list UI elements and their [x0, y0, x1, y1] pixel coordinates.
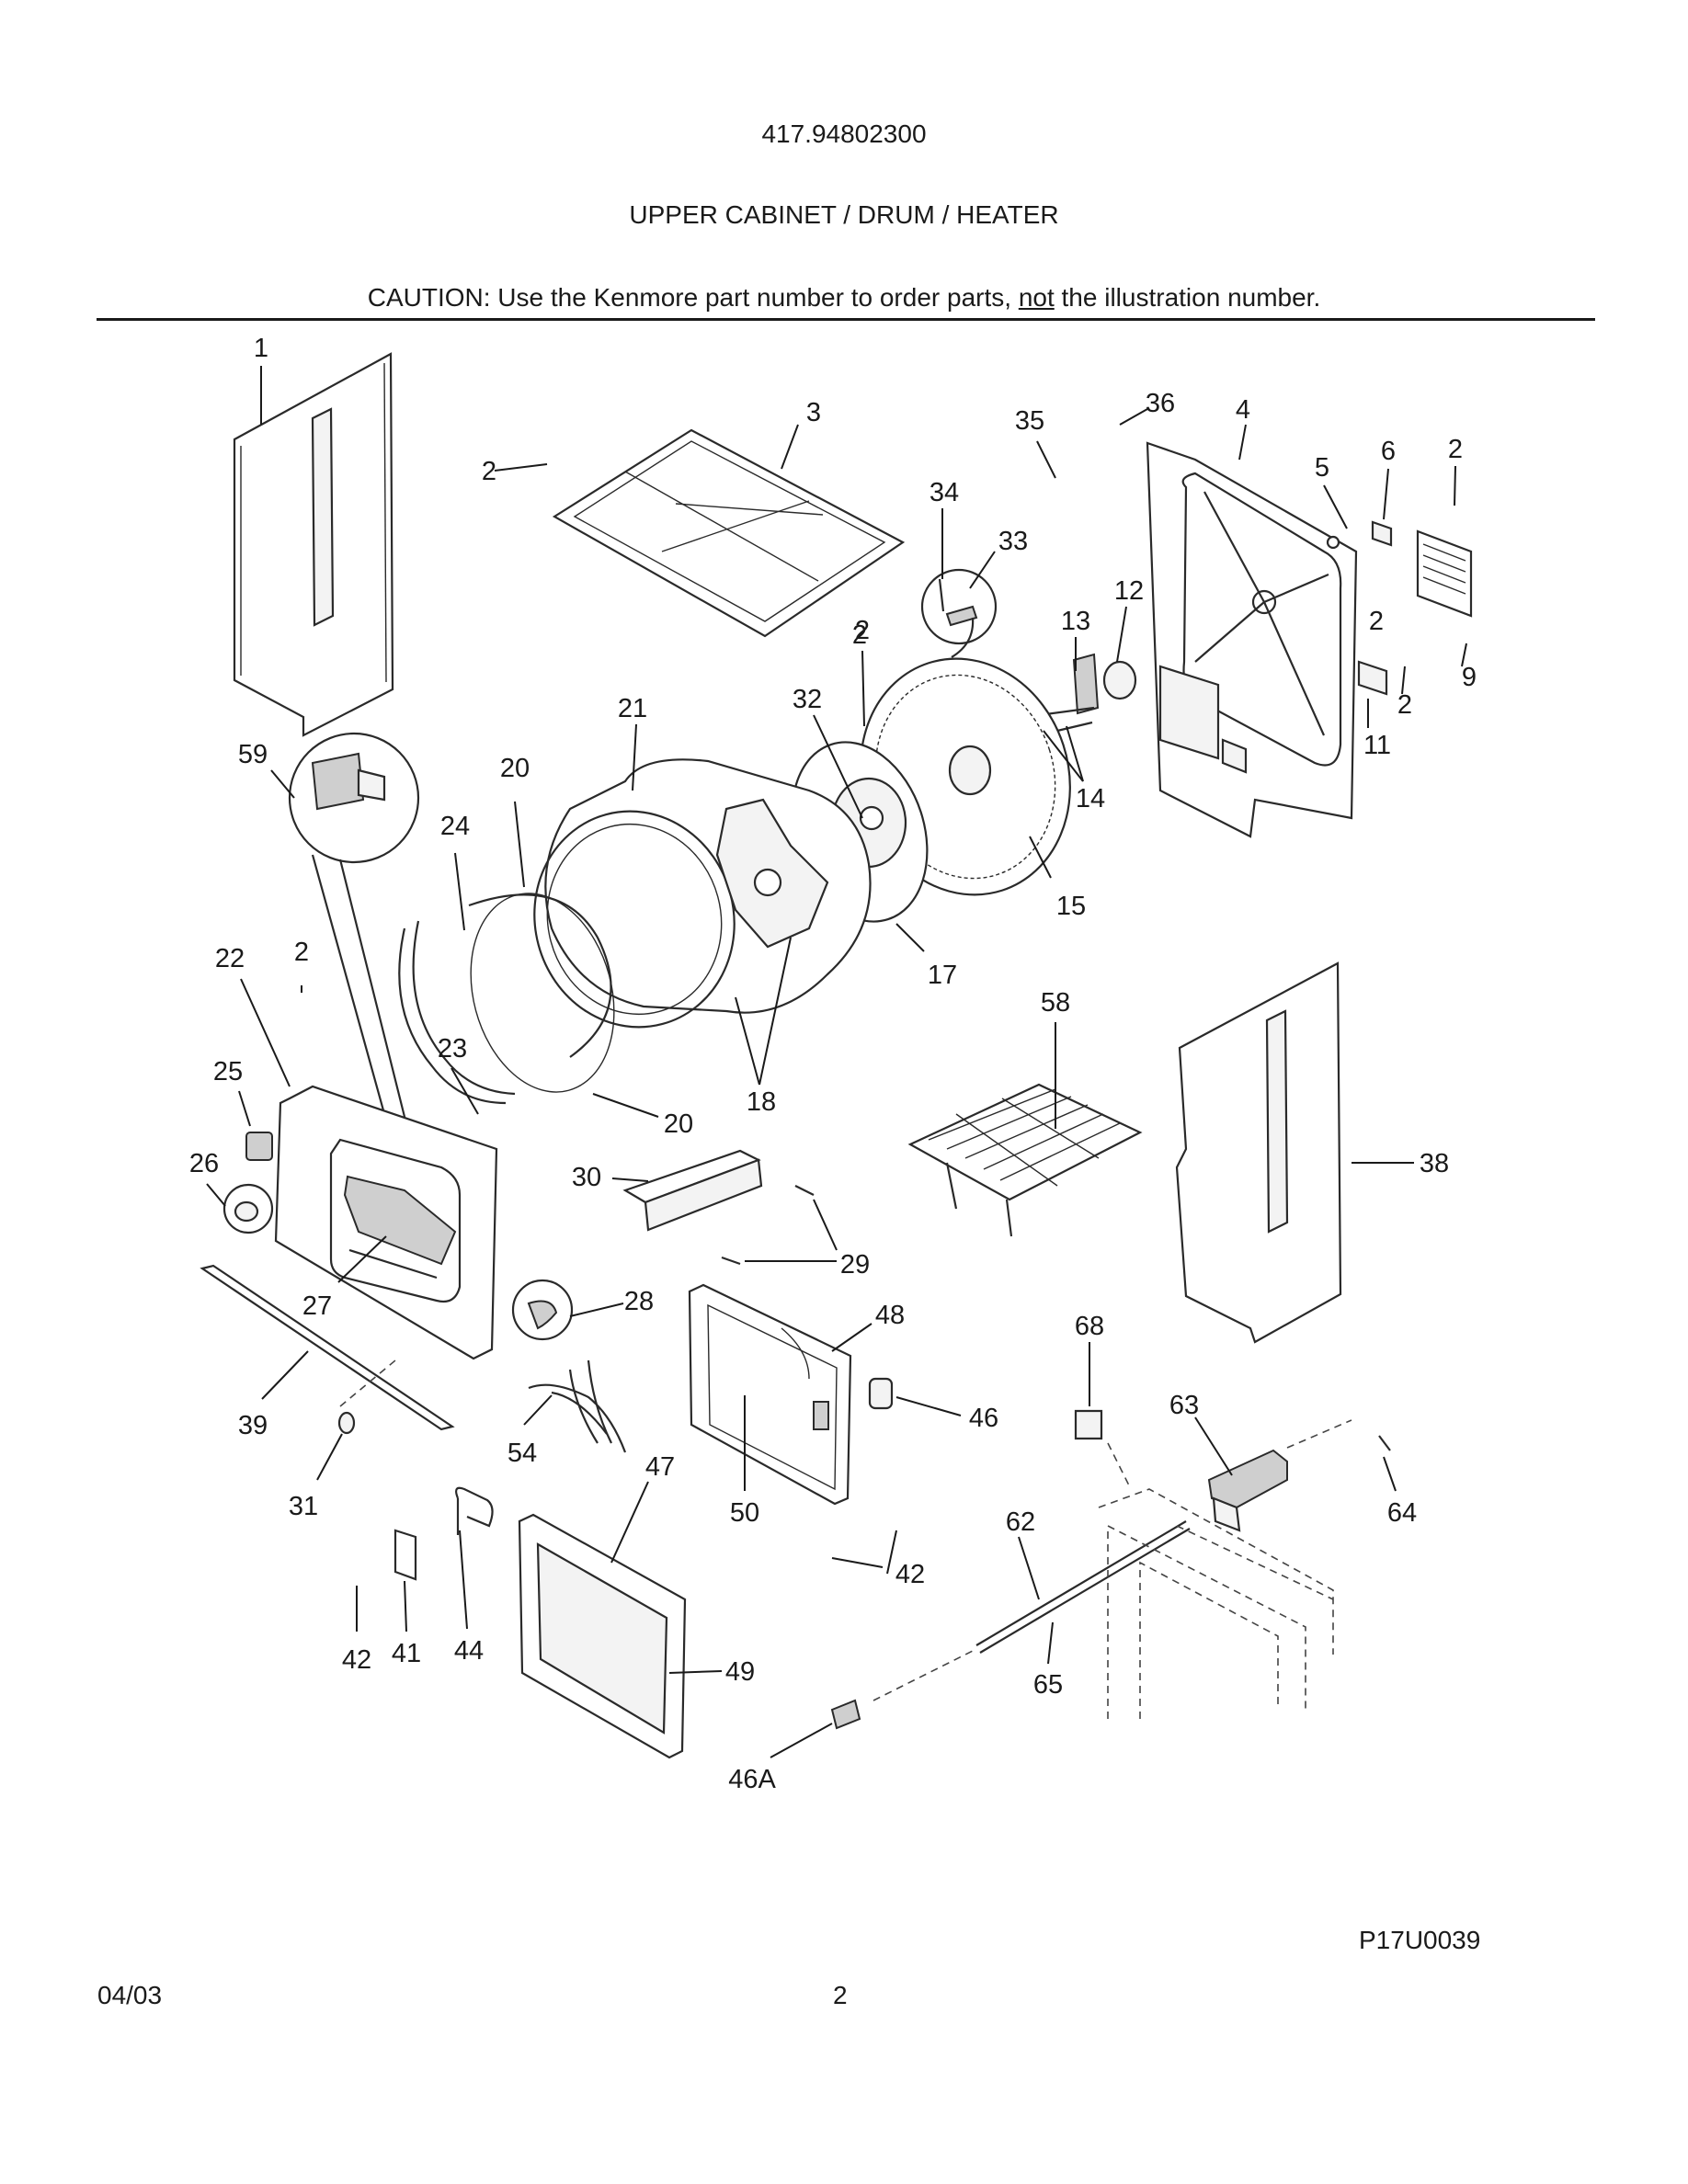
callout-label: 6	[1381, 437, 1396, 466]
callout-label: 24	[440, 812, 470, 841]
callout-label: 20	[664, 1109, 693, 1139]
part-front-bulkhead	[274, 1085, 498, 1360]
part-heater-cover	[518, 1513, 687, 1759]
callout-label: 50	[730, 1498, 759, 1528]
part-drying-rack	[907, 1083, 1143, 1237]
header-rule	[97, 318, 1595, 321]
callout-label: 30	[572, 1163, 601, 1192]
part-trap-duct	[622, 1149, 815, 1266]
callout-label: 36	[1146, 389, 1175, 418]
leader-lines	[206, 366, 1467, 1758]
callout-label: 2	[1369, 607, 1384, 636]
caution-emphasis: not	[1018, 283, 1055, 312]
callout-label: 54	[508, 1439, 537, 1468]
callout-label: 9	[1462, 663, 1477, 692]
callout-label: 18	[747, 1087, 776, 1117]
callout-label: 20	[500, 754, 530, 783]
callout-label: 2	[852, 620, 867, 650]
figure-code: P17U0039	[1359, 1926, 1481, 1954]
callout-label: 11	[1363, 731, 1391, 760]
callout-label: 39	[238, 1411, 268, 1440]
caution-text-start: CAUTION: Use the Kenmore part number to …	[367, 283, 1019, 312]
callout-label: 34	[930, 478, 959, 507]
part-sensors	[222, 1132, 574, 1341]
callout-label: 1	[254, 334, 268, 363]
callout-label: 42	[342, 1645, 371, 1675]
callout-label: 15	[1056, 892, 1086, 921]
callout-label: 68	[1075, 1312, 1104, 1341]
callout-label: 48	[875, 1301, 905, 1330]
callout-label: 25	[213, 1057, 243, 1086]
callout-label: 41	[392, 1639, 421, 1668]
callout-label: 47	[645, 1452, 675, 1482]
callout-label: 13	[1061, 607, 1090, 636]
callout-label: 2	[482, 457, 496, 486]
callout-label: 64	[1387, 1498, 1417, 1528]
callout-label: 21	[618, 694, 647, 723]
callout-label: 2	[855, 616, 870, 645]
callout-label: 26	[189, 1149, 219, 1178]
callout-label: 29	[840, 1250, 870, 1280]
callout-label: 46A	[728, 1765, 776, 1794]
callout-label: 2	[294, 938, 309, 967]
part-small-fasteners	[1038, 520, 1473, 733]
caution-text-end: the illustration number.	[1054, 283, 1321, 312]
callout-label: 42	[895, 1560, 925, 1589]
callout-label: 35	[1015, 406, 1044, 436]
callout-label: 38	[1420, 1149, 1449, 1178]
callout-label: 17	[928, 961, 957, 990]
callout-label: 58	[1041, 988, 1070, 1018]
callout-label: 32	[793, 685, 822, 714]
part-thermal-fuse-detail	[288, 732, 420, 1155]
callout-label: 59	[238, 740, 268, 769]
callout-label: 65	[1033, 1670, 1063, 1700]
callout-label: 63	[1169, 1391, 1199, 1420]
callout-labels: 1 2 3 35 36 4 5 6 2 34 33 2 13 12 9 2 2 …	[189, 334, 1477, 1794]
part-access-door	[688, 1283, 894, 1506]
section-title: UPPER CABINET / DRUM / HEATER	[629, 200, 1059, 229]
callout-label: 49	[725, 1657, 755, 1687]
part-right-side-panel	[1175, 961, 1342, 1344]
part-hinge-bracket	[393, 1486, 494, 1581]
part-rear-bulkhead	[1146, 441, 1358, 838]
model-number: 417.94802300	[761, 119, 927, 148]
part-top-panel	[552, 428, 906, 638]
callout-label: 2	[1397, 690, 1412, 720]
callout-label: 27	[302, 1291, 332, 1321]
callout-label: 14	[1076, 784, 1105, 813]
callout-label: 12	[1114, 576, 1144, 606]
part-thermostat-detail	[920, 568, 998, 658]
callout-label: 31	[289, 1492, 318, 1521]
part-drum-seals	[398, 893, 615, 1105]
part-lever-assembly	[830, 1409, 1391, 1730]
part-wire-harness	[528, 1359, 627, 1453]
callout-label: 4	[1236, 395, 1250, 425]
callout-label: 33	[998, 527, 1028, 556]
cabinet-outline	[1098, 1488, 1334, 1719]
page-number: 2	[833, 1981, 848, 2009]
callout-label: 23	[438, 1034, 467, 1064]
part-left-side-panel	[233, 352, 394, 737]
callout-label: 46	[969, 1404, 998, 1433]
callout-label: 44	[454, 1636, 484, 1666]
callout-label: 62	[1006, 1507, 1035, 1537]
part-trim-strip	[200, 1264, 455, 1435]
callout-label: 28	[624, 1287, 654, 1316]
revision-date: 04/03	[97, 1981, 163, 2009]
callout-label: 3	[806, 398, 821, 427]
callout-label: 22	[215, 944, 245, 973]
caution-notice: CAUTION: Use the Kenmore part number to …	[0, 283, 1688, 313]
callout-label: 2	[1448, 435, 1463, 464]
callout-label: 5	[1315, 453, 1329, 483]
